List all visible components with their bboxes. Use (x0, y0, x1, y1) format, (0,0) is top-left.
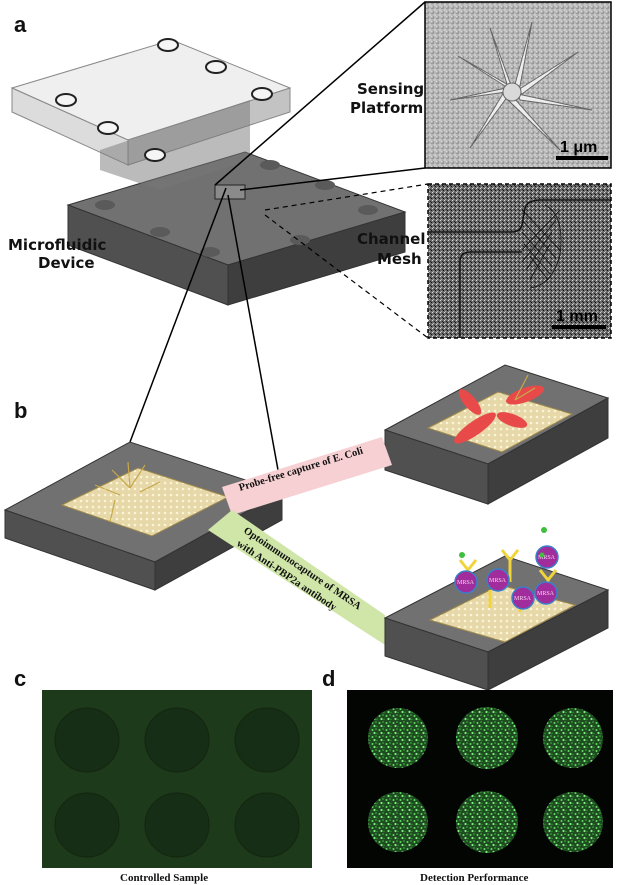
panel-d: d Detection Performance (322, 666, 613, 884)
panel-a: a (8, 1, 612, 339)
channel-label-line2: Mesh (377, 250, 422, 268)
zoom-line-sem-bottom (239, 167, 426, 191)
sensor-block-left (3, 441, 284, 591)
panel-b: b (3, 187, 610, 691)
panel-letter-c: c (14, 666, 26, 691)
device-label-line1: Microfluidic (8, 236, 106, 254)
zoom-line-b-right (227, 194, 283, 493)
sem-image: 1 μm (424, 1, 612, 169)
controlled-sample-caption: Controlled Sample (120, 872, 208, 884)
mrsa-label-5: MRSA (537, 591, 555, 597)
sensor-block-ecoli (383, 364, 610, 505)
detection-performance-caption: Detection Performance (420, 872, 529, 884)
controlled-sample-wells (54, 707, 300, 858)
banner-ecoli: Probe-free capture of E. Coli (222, 437, 392, 515)
zoom-line-mesh-top (264, 183, 429, 211)
sensor-block-mrsa: MRSA MRSA MRSA MRSA MRSA (383, 527, 610, 691)
sem-scale-label: 1 μm (560, 139, 597, 156)
banner-mrsa: Optoimmunocapture of MRSA with Anti-PBP2… (208, 510, 385, 645)
mesh-scale-label: 1 mm (556, 308, 598, 325)
device-label-line2: Device (38, 254, 95, 272)
detection-wells (368, 707, 603, 853)
zoom-line-b-left (129, 187, 227, 443)
transparent-cover (10, 38, 292, 190)
panel-letter-b: b (14, 398, 27, 423)
mrsa-label-3: MRSA (489, 578, 507, 584)
mrsa-label-1: MRSA (457, 580, 475, 586)
panel-letter-a: a (14, 12, 27, 37)
sensing-label-line2: Platform (350, 99, 423, 117)
channel-mesh-image: 1 mm (427, 183, 612, 339)
nanospikes (94, 461, 161, 523)
fluorophore-markers (459, 527, 547, 558)
zoom-line-mesh-bottom (264, 214, 429, 339)
inlet-ports (55, 38, 273, 162)
channel-label-line1: Channel (357, 230, 425, 248)
panel-c: c Controlled Sample (14, 666, 312, 884)
nanoflower (449, 21, 593, 151)
banner-mrsa-line1: Optoimmunocapture of MRSA (241, 525, 363, 612)
zoom-line-sem-top (214, 1, 426, 186)
mrsa-label-2: MRSA (538, 555, 556, 561)
mesh-lattice (521, 204, 562, 289)
sensing-label-line1: Sensing (357, 80, 424, 98)
mrsa-label-4: MRSA (514, 596, 532, 602)
panel-letter-d: d (322, 666, 335, 691)
mrsa-cells (454, 545, 559, 610)
mrsa-labels: MRSA MRSA MRSA MRSA MRSA (457, 555, 556, 602)
